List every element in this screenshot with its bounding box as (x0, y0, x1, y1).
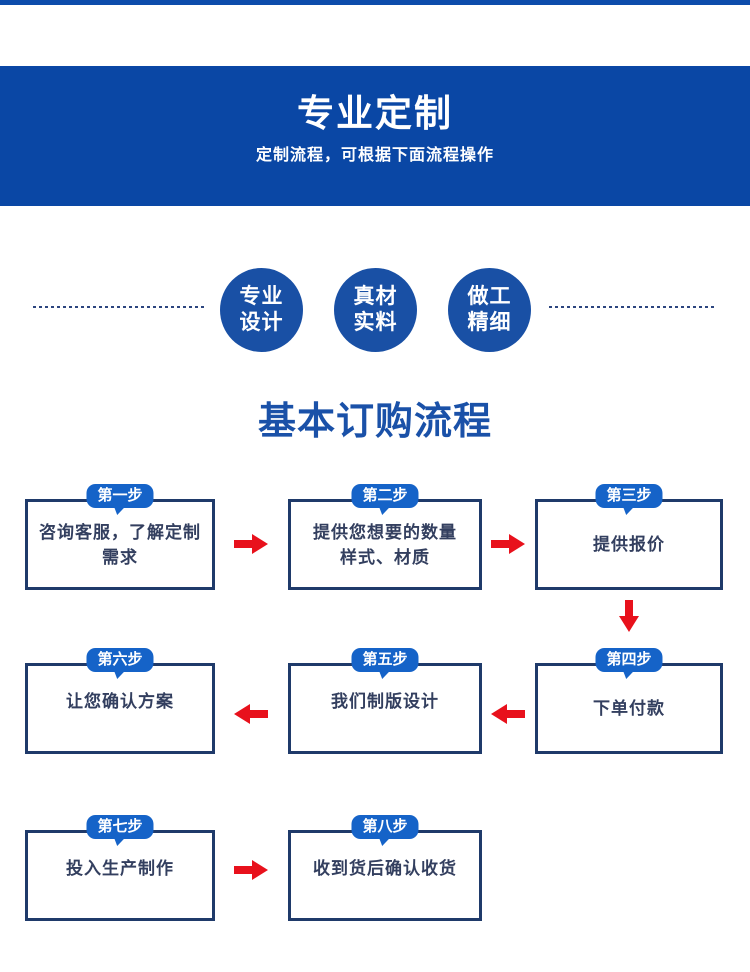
flow-arrow-step3-step4 (618, 600, 640, 632)
feature-badge-materials: 真材 实料 (334, 268, 417, 352)
arrow-down-icon (619, 600, 639, 632)
step-badge-label: 第四步 (606, 651, 652, 668)
feature-label: 精细 (467, 311, 512, 334)
badge-tail (619, 670, 635, 679)
step-badge-8: 第八步 (351, 815, 419, 846)
dashed-line-left (33, 306, 204, 308)
feature-badge-design: 专业 设计 (220, 268, 303, 352)
step-text: 让您确认方案 (66, 692, 174, 711)
step-badge-7: 第七步 (86, 815, 154, 846)
badge-tail (110, 670, 126, 679)
arrow-left-icon (234, 704, 268, 724)
flow-arrow-step5-step6 (234, 703, 268, 725)
dashed-line-right (549, 306, 717, 308)
step-badge-label: 第七步 (97, 818, 143, 835)
step-badge-label: 第五步 (362, 651, 408, 668)
banner-title: 专业定制 (297, 93, 453, 134)
feature-badge-craftsmanship: 做工 精细 (448, 268, 531, 352)
step-text: 我们制版设计 (331, 692, 439, 711)
step-badge-label: 第三步 (606, 487, 652, 504)
step-badge-2: 第二步 (351, 484, 419, 515)
step-badge-3: 第三步 (595, 484, 663, 515)
badge-tail (375, 837, 391, 846)
badge-tail (110, 506, 126, 515)
step-text: 提供报价 (593, 535, 665, 554)
step-text: 收到货后确认收货 (313, 859, 457, 878)
step-badge-label: 第一步 (97, 487, 143, 504)
banner: 专业定制 定制流程，可根据下面流程操作 (0, 66, 750, 206)
step-text: 下单付款 (593, 699, 665, 718)
step-badge-5: 第五步 (351, 648, 419, 679)
badge-tail (375, 506, 391, 515)
arrow-left-icon (491, 704, 525, 724)
step-text: 投入生产制作 (66, 859, 174, 878)
step-badge-4: 第四步 (595, 648, 663, 679)
feature-label: 真材 (353, 285, 398, 308)
step-box-8: 第八步 收到货后确认收货 (288, 815, 482, 921)
arrow-right-icon (491, 534, 525, 554)
badge-tail (619, 506, 635, 515)
step-box-3: 第三步 提供报价 (535, 484, 723, 590)
step-box-7: 第七步 投入生产制作 (25, 815, 215, 921)
step-badge-label: 第八步 (362, 818, 408, 835)
flow-arrow-step4-step5 (491, 703, 525, 725)
flow-arrow-step1-step2 (234, 533, 268, 555)
badge-tail (375, 670, 391, 679)
arrow-right-icon (234, 860, 268, 880)
step-box-1: 第一步 咨询客服，了解定制 需求 (25, 484, 215, 590)
step-badge-label: 第六步 (97, 651, 143, 668)
flow-arrow-step7-step8 (234, 859, 268, 881)
step-box-5: 第五步 我们制版设计 (288, 648, 482, 754)
top-accent-bar (0, 0, 750, 5)
step-box-2: 第二步 提供您想要的数量 样式、材质 (288, 484, 482, 590)
flow-arrow-step2-step3 (491, 533, 525, 555)
step-text: 咨询客服，了解定制 需求 (39, 522, 201, 567)
feature-label: 设计 (239, 311, 284, 334)
banner-subtitle: 定制流程，可根据下面流程操作 (255, 147, 494, 164)
feature-label: 做工 (467, 285, 512, 308)
arrow-right-icon (234, 534, 268, 554)
step-badge-label: 第二步 (362, 487, 408, 504)
step-box-4: 第四步 下单付款 (535, 648, 723, 754)
step-badge-1: 第一步 (86, 484, 154, 515)
badge-tail (110, 837, 126, 846)
section-title: 基本订购流程 (257, 401, 492, 443)
step-text: 提供您想要的数量 样式、材质 (313, 522, 457, 567)
feature-label: 专业 (239, 285, 284, 308)
step-badge-6: 第六步 (86, 648, 154, 679)
feature-label: 实料 (353, 311, 398, 334)
step-box-6: 第六步 让您确认方案 (25, 648, 215, 754)
